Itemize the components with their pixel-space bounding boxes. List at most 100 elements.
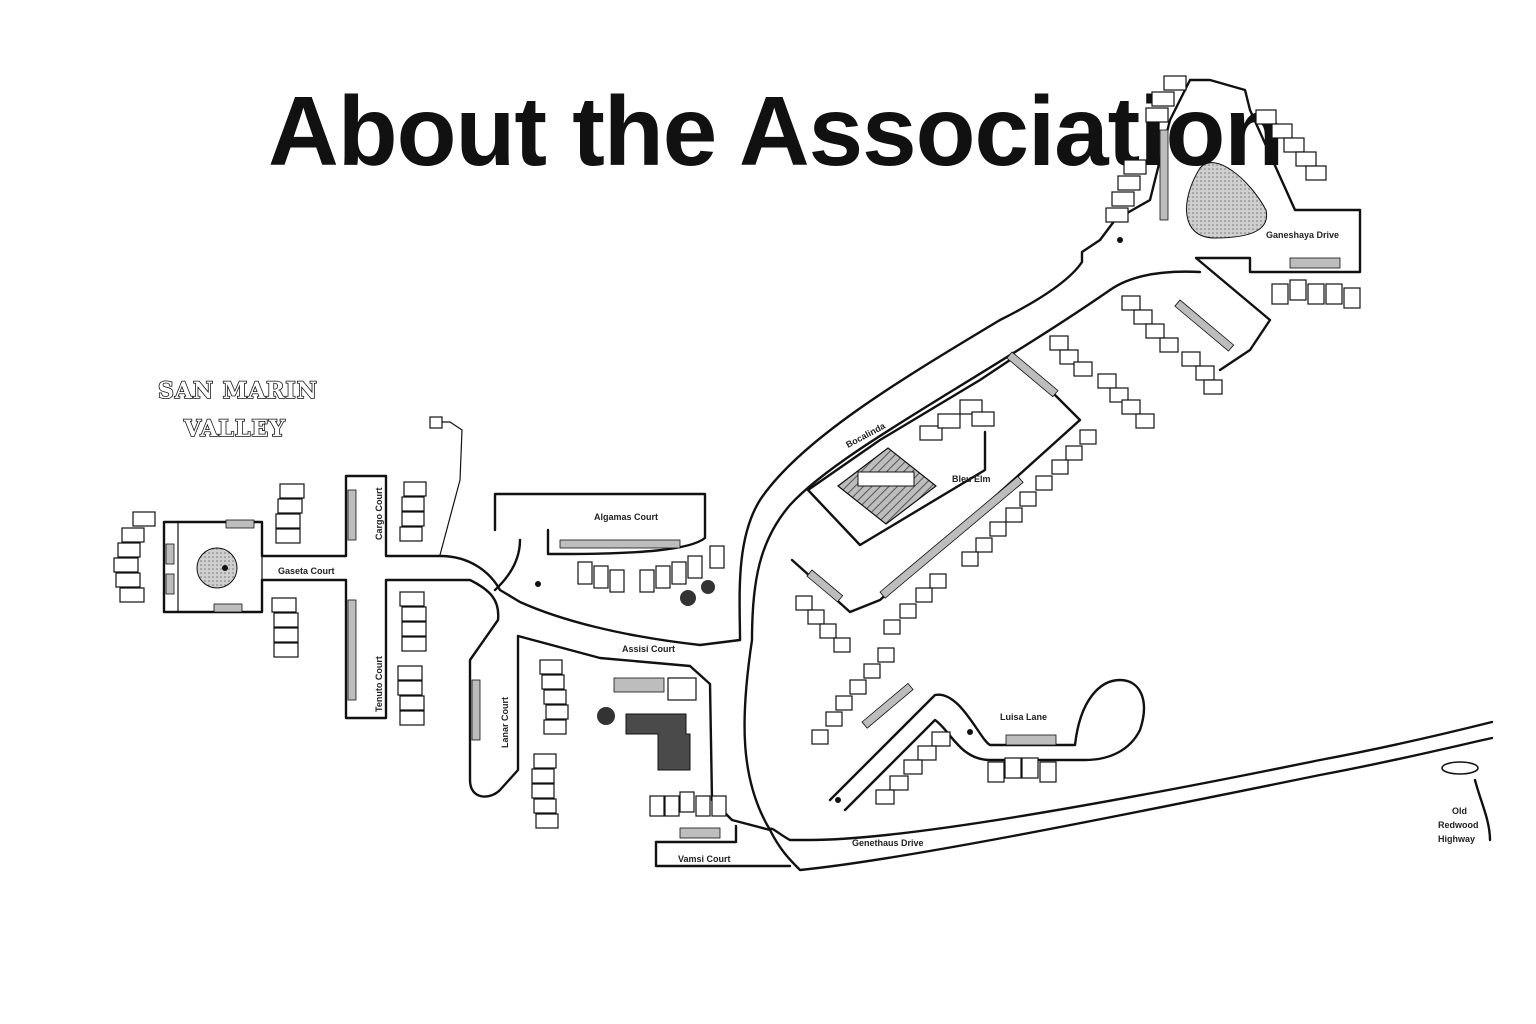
building-unit (679, 791, 695, 813)
building-unit (1195, 365, 1215, 381)
building-unit (399, 591, 425, 607)
building-unit (1283, 137, 1305, 153)
building-unit (875, 789, 895, 805)
cargo-tenuto-area: Cargo Court Tenuto Court (347, 481, 427, 726)
building-unit (1039, 761, 1057, 783)
tree-icon (701, 580, 715, 594)
building-unit (1051, 459, 1069, 475)
unit-cluster-bocalinda (919, 399, 995, 441)
building-unit (1271, 123, 1293, 139)
building-unit (917, 745, 937, 761)
pond-icon (1186, 162, 1268, 239)
parking-stalls (1005, 734, 1057, 746)
exit-road-label-line-3: Highway (1438, 834, 1475, 844)
bocalinda-road-inner (743, 270, 1202, 832)
unit-column-upper-left (275, 483, 305, 544)
building-unit (671, 561, 687, 585)
parking-stalls (1159, 129, 1169, 221)
building-unit (1109, 387, 1129, 403)
building-unit (535, 813, 559, 829)
cargo-court-label: Cargo Court (374, 488, 384, 541)
building-unit (1019, 491, 1037, 507)
building-unit (1121, 399, 1141, 415)
exit-road (1473, 778, 1492, 842)
building-unit (711, 795, 727, 817)
algamas-court-road (493, 492, 707, 592)
pool-icon (837, 447, 937, 525)
assisi-court-label: Assisi Court (622, 644, 675, 654)
building-unit (807, 609, 825, 625)
unit-column-ganeshaya-right (1255, 109, 1327, 181)
median-island (1441, 761, 1479, 775)
building-unit (275, 513, 301, 529)
tree-icon (680, 590, 696, 606)
unit-row-ganeshaya-bottom (1271, 279, 1361, 309)
building-unit (709, 545, 725, 569)
building-unit (1121, 295, 1141, 311)
parking-stalls (471, 679, 481, 741)
building-unit (639, 569, 655, 593)
parking-stalls (165, 573, 175, 595)
building-unit (833, 637, 851, 653)
building-unit (961, 551, 979, 567)
building-unit (1289, 279, 1307, 301)
building-unit (835, 695, 853, 711)
gaseta-court-road-lower (162, 520, 772, 832)
building-unit (849, 679, 867, 695)
genethaus-drive-road (768, 720, 1494, 872)
parking-stalls (165, 543, 175, 565)
parking-stalls (559, 539, 681, 549)
building-unit (1105, 207, 1129, 223)
building-unit (533, 753, 557, 769)
building-unit (399, 695, 425, 711)
building-unit (819, 623, 837, 639)
unit-row-algamas (577, 545, 725, 593)
building-unit (115, 572, 141, 588)
building-unit (401, 496, 425, 512)
parking-stalls (213, 603, 243, 613)
road-network (162, 78, 1494, 872)
building-unit (543, 689, 567, 705)
building-unit (1004, 757, 1022, 779)
building-unit (975, 537, 993, 553)
gaseta-court-road (176, 474, 742, 647)
building-unit (1255, 109, 1277, 125)
unit-string-east (811, 429, 1097, 745)
building-unit (883, 619, 901, 635)
building-unit (1163, 75, 1187, 91)
building-unit (959, 399, 983, 415)
building-unit (1151, 91, 1175, 107)
building-unit (1005, 507, 1023, 523)
central-block: Bocalinda Bleu Elm (806, 351, 1059, 603)
unit-column-lanar (531, 659, 569, 829)
building-unit (403, 481, 427, 497)
building-unit (399, 526, 423, 542)
building-unit (113, 557, 139, 573)
logo-line-1: SAN MARIN (158, 378, 318, 404)
clubhouse-icon (625, 713, 691, 771)
parking-stalls (1006, 351, 1059, 398)
building-unit (664, 795, 680, 817)
building-unit (275, 528, 301, 544)
building-unit (919, 425, 943, 441)
building-unit (1295, 151, 1317, 167)
building-unit (825, 711, 843, 727)
building-unit (1343, 287, 1361, 309)
vamsi-court-label: Vamsi Court (678, 854, 731, 864)
tree-icon (222, 565, 228, 571)
gaseta-court-area: Gaseta Court (113, 483, 335, 658)
building-unit (649, 795, 665, 817)
building-unit (811, 729, 829, 745)
building-unit (132, 511, 156, 527)
building-unit (273, 627, 299, 643)
algamas-court-area: Algamas Court (535, 512, 725, 606)
building-unit (531, 768, 555, 784)
building-unit (543, 719, 567, 735)
building-unit (1181, 351, 1201, 367)
building-unit (1021, 757, 1039, 779)
building-unit (1271, 283, 1289, 305)
parking-stalls (679, 827, 721, 839)
footpath (435, 421, 463, 556)
building-unit (655, 565, 671, 589)
building-unit (271, 597, 297, 613)
